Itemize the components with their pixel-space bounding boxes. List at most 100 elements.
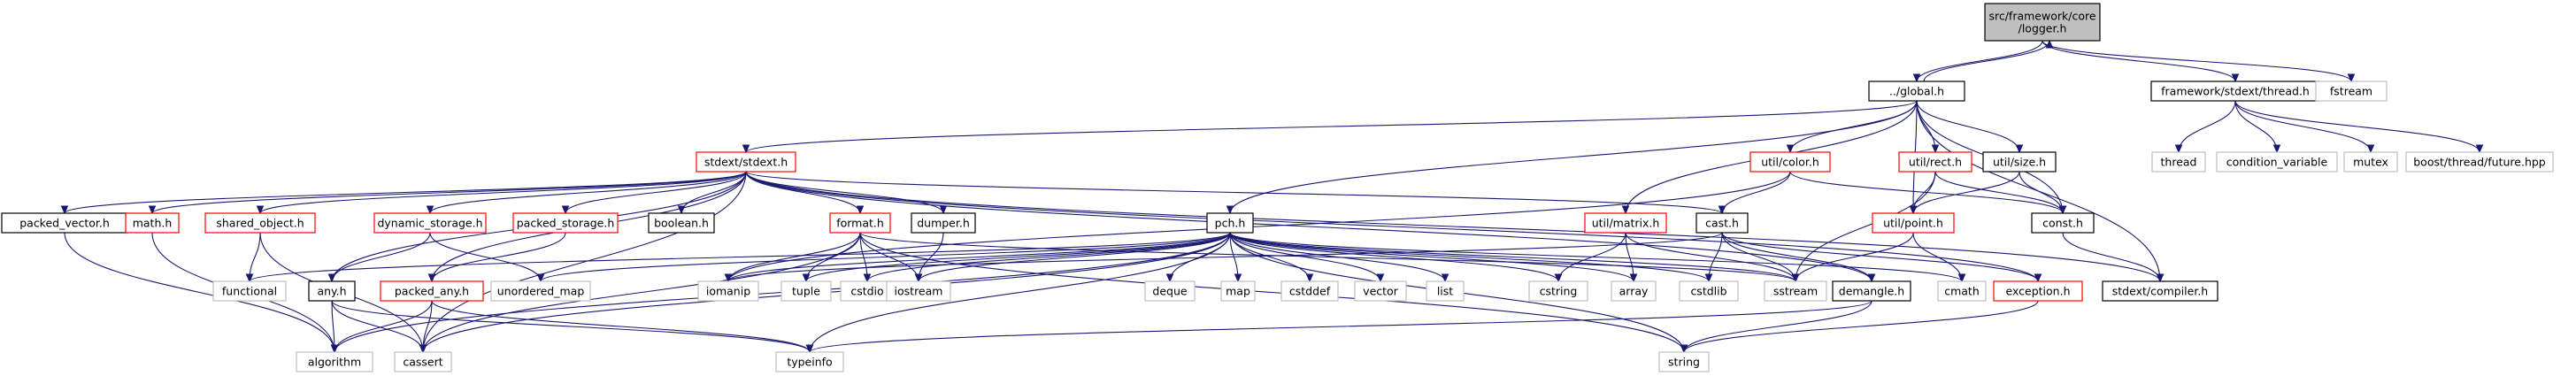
arrowhead bbox=[327, 273, 336, 283]
node-logger[interactable]: src/framework/core/logger.h bbox=[1984, 3, 2101, 42]
node-box bbox=[1982, 151, 2057, 173]
node-box bbox=[1280, 280, 1339, 302]
node-label: iomanip bbox=[706, 285, 750, 298]
edge-stdext-to-pstor bbox=[561, 171, 747, 215]
node-cstdio: cstdio bbox=[840, 280, 895, 302]
arrowhead bbox=[1629, 273, 1638, 283]
node-label: cmath bbox=[1944, 285, 1980, 298]
node-deque: deque bbox=[1144, 280, 1196, 302]
node-global[interactable]: ../global.h bbox=[1868, 81, 1965, 102]
node-pstor[interactable]: packed_storage.h bbox=[512, 212, 619, 234]
node-label: cstddef bbox=[1289, 285, 1331, 298]
node-box bbox=[775, 351, 844, 372]
edge-line bbox=[1795, 171, 1936, 282]
edge-line bbox=[1721, 232, 1872, 282]
edge-line bbox=[1916, 100, 2020, 153]
node-compiler[interactable]: stdext/compiler.h bbox=[2102, 280, 2218, 302]
node-box bbox=[2343, 151, 2398, 173]
node-rect[interactable]: util/rect.h bbox=[1898, 151, 1972, 173]
node-shobj[interactable]: shared_object.h bbox=[204, 212, 316, 234]
edge-line bbox=[745, 171, 1723, 214]
edge-pch-to-umap bbox=[536, 232, 1231, 283]
node-color[interactable]: util/color.h bbox=[1749, 151, 1831, 173]
node-cast[interactable]: cast.h bbox=[1696, 212, 1749, 234]
node-fstream: fstream bbox=[2315, 81, 2388, 102]
arrowhead bbox=[256, 205, 265, 215]
edge-global-to-logger bbox=[1923, 39, 2054, 82]
node-box bbox=[204, 212, 316, 234]
edge-dynst-to-any bbox=[327, 232, 431, 283]
edge-pch-to-list bbox=[1229, 232, 1449, 283]
arrowhead bbox=[724, 273, 733, 283]
edge-pvec-to-algorithm bbox=[64, 232, 339, 354]
node-matrix[interactable]: util/matrix.h bbox=[1584, 212, 1667, 234]
edge-cast-to-iomanip bbox=[724, 232, 1723, 283]
node-label: framework/stdext/thread.h bbox=[2161, 85, 2310, 98]
node-dumper[interactable]: dumper.h bbox=[911, 212, 976, 234]
edge-line bbox=[1683, 300, 1872, 353]
edge-line bbox=[1229, 232, 1559, 282]
edge-line bbox=[918, 232, 1231, 282]
node-any[interactable]: any.h bbox=[308, 280, 356, 302]
node-math[interactable]: math.h bbox=[125, 212, 180, 234]
arrowhead bbox=[427, 273, 436, 283]
node-label: stdext/compiler.h bbox=[2112, 285, 2208, 298]
node-cstddef: cstddef bbox=[1280, 280, 1339, 302]
node-point[interactable]: util/point.h bbox=[1872, 212, 1955, 234]
edge-line bbox=[1229, 232, 1963, 282]
edge-line bbox=[429, 232, 542, 282]
node-box bbox=[1144, 280, 1196, 302]
node-pch[interactable]: pch.h bbox=[1206, 212, 1254, 234]
node-pany[interactable]: packed_any.h bbox=[380, 280, 484, 302]
node-size[interactable]: util/size.h bbox=[1982, 151, 2057, 173]
node-label: functional bbox=[222, 285, 277, 298]
arrowhead bbox=[2034, 273, 2042, 283]
node-demangle[interactable]: demangle.h bbox=[1832, 280, 1911, 302]
node-dynst[interactable]: dynamic_storage.h bbox=[373, 212, 487, 234]
node-box bbox=[829, 212, 891, 234]
edge-line bbox=[2062, 232, 2161, 282]
arrowhead bbox=[805, 344, 814, 354]
edge-line bbox=[727, 232, 861, 282]
nodes-layer: src/framework/core/logger.h ../global.h fr… bbox=[1, 3, 2554, 372]
node-thread_h[interactable]: framework/stdext/thread.h bbox=[2150, 81, 2320, 102]
node-box bbox=[648, 212, 715, 234]
edge-logger-to-global bbox=[1912, 40, 2043, 83]
node-box bbox=[380, 280, 484, 302]
node-umap: unordered_map bbox=[490, 280, 591, 302]
node-format[interactable]: format.h bbox=[829, 212, 891, 234]
node-cstring: cstring bbox=[1528, 280, 1588, 302]
node-label: stdext/stdext.h bbox=[704, 156, 788, 169]
edge-const-to-compiler bbox=[2062, 232, 2165, 283]
edge-line bbox=[2234, 100, 2278, 153]
node-pvec[interactable]: packed_vector.h bbox=[1, 212, 128, 234]
edge-line bbox=[1229, 232, 1710, 282]
node-boolean[interactable]: boolean.h bbox=[648, 212, 715, 234]
arrowhead bbox=[742, 144, 750, 154]
node-label: cassert bbox=[403, 356, 442, 369]
node-const[interactable]: const.h bbox=[2031, 212, 2095, 234]
edge-any-to-cassert bbox=[331, 300, 427, 354]
edge-line bbox=[429, 171, 747, 214]
node-stdext[interactable]: stdext/stdext.h bbox=[696, 151, 796, 173]
arrowhead bbox=[419, 344, 427, 354]
edge-stdext-to-dumper bbox=[745, 171, 948, 215]
edge-global-to-stdext bbox=[742, 100, 1918, 154]
node-future: boost/thread/future.hpp bbox=[2405, 151, 2554, 173]
node-box bbox=[2315, 81, 2388, 102]
edge-line bbox=[1625, 232, 1796, 282]
edges-layer bbox=[60, 39, 2484, 354]
node-box bbox=[1679, 280, 1739, 302]
edge-line bbox=[745, 171, 2039, 282]
node-box bbox=[1868, 81, 1965, 102]
node-cassert: cassert bbox=[394, 351, 452, 372]
arrowhead bbox=[1912, 73, 1921, 83]
node-box bbox=[1528, 280, 1588, 302]
node-box bbox=[1354, 280, 1407, 302]
edge-line bbox=[2042, 40, 2352, 82]
arrowhead bbox=[426, 205, 434, 215]
node-label: fstream bbox=[2330, 85, 2372, 98]
arrowhead bbox=[1867, 273, 1876, 283]
node-exception[interactable]: exception.h bbox=[1993, 280, 2083, 302]
edge-logger-to-fstream bbox=[2042, 40, 2356, 83]
